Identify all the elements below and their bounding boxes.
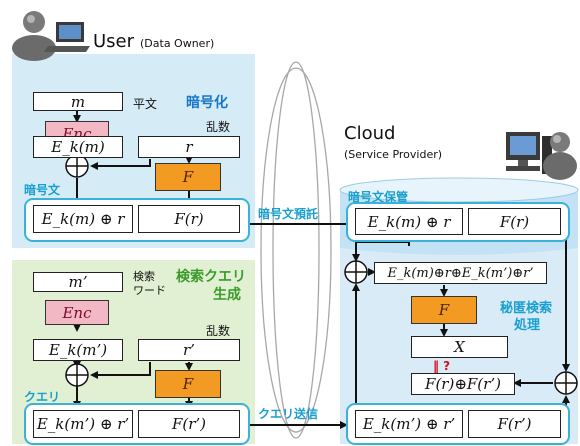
query-label: クエリ	[24, 390, 61, 404]
query-section-title-1: 検索クエリ	[176, 269, 246, 285]
xor-icon	[65, 154, 89, 178]
plaintext-label: 平文	[133, 97, 158, 111]
ekm-box: E_k(m)	[33, 136, 123, 158]
cipher-right-box: F(r)	[138, 205, 240, 233]
keyword-label-1: 検索	[133, 270, 155, 283]
random-label: 乱数	[206, 120, 231, 134]
keyword-label-2: ワード	[133, 284, 166, 297]
plaintext-box: m	[33, 92, 123, 111]
xor-icon	[554, 371, 578, 395]
user-title: User	[93, 31, 135, 52]
query-enc-box: Enc	[45, 300, 109, 325]
cloud-query-right-box: F(r’)	[468, 410, 561, 438]
x-box: X	[411, 336, 508, 358]
cloud-query-left-box: E_k(m’) ⊕ r’	[355, 410, 463, 438]
ciphertext-label: 暗号文	[24, 183, 61, 197]
channel-ellipses	[260, 61, 332, 439]
xor-icon	[65, 363, 89, 387]
cloud-title: Cloud	[344, 123, 396, 144]
cloud-f-box: F	[411, 296, 477, 324]
query-left-box: E_k(m’) ⊕ r’	[33, 410, 133, 438]
cloud-subtitle: (Service Provider)	[344, 148, 443, 161]
r2-box: r’	[138, 339, 240, 361]
query-section-title-2: 生成	[213, 287, 241, 303]
f-combined-box: F(r)⊕F(r’)	[411, 373, 515, 395]
query-right-box: F(r’)	[138, 410, 240, 438]
f-box: F	[155, 163, 221, 191]
cloud-server-icon	[506, 132, 577, 180]
cipher-left-box: E_k(m) ⊕ r	[33, 205, 133, 233]
xor-icon	[344, 260, 368, 284]
send-query-label: クエリ送信	[258, 407, 319, 421]
user-subtitle: (Data Owner)	[140, 37, 215, 50]
secret-search-label-2: 処理	[514, 318, 541, 333]
compare-mark: ‖ ?	[433, 359, 451, 373]
user-computer-icon	[12, 11, 90, 61]
secret-search-label-1: 秘匿検索	[500, 301, 553, 316]
xor-result-box: E_k(m)⊕r⊕E_k(m’)⊕r’	[374, 262, 547, 284]
stored-left-box: E_k(m) ⊕ r	[355, 208, 463, 235]
stored-right-box: F(r)	[468, 208, 561, 235]
query-random-label: 乱数	[206, 324, 231, 338]
keyword-box: m’	[33, 272, 123, 292]
query-f-box: F	[155, 370, 221, 398]
ekm2-box: E_k(m’)	[33, 339, 123, 361]
r-box: r	[138, 136, 240, 158]
deposit-label: 暗号文預託	[258, 207, 319, 221]
storage-label: 暗号文保管	[348, 190, 409, 204]
encrypt-section-title: 暗号化	[186, 95, 228, 111]
